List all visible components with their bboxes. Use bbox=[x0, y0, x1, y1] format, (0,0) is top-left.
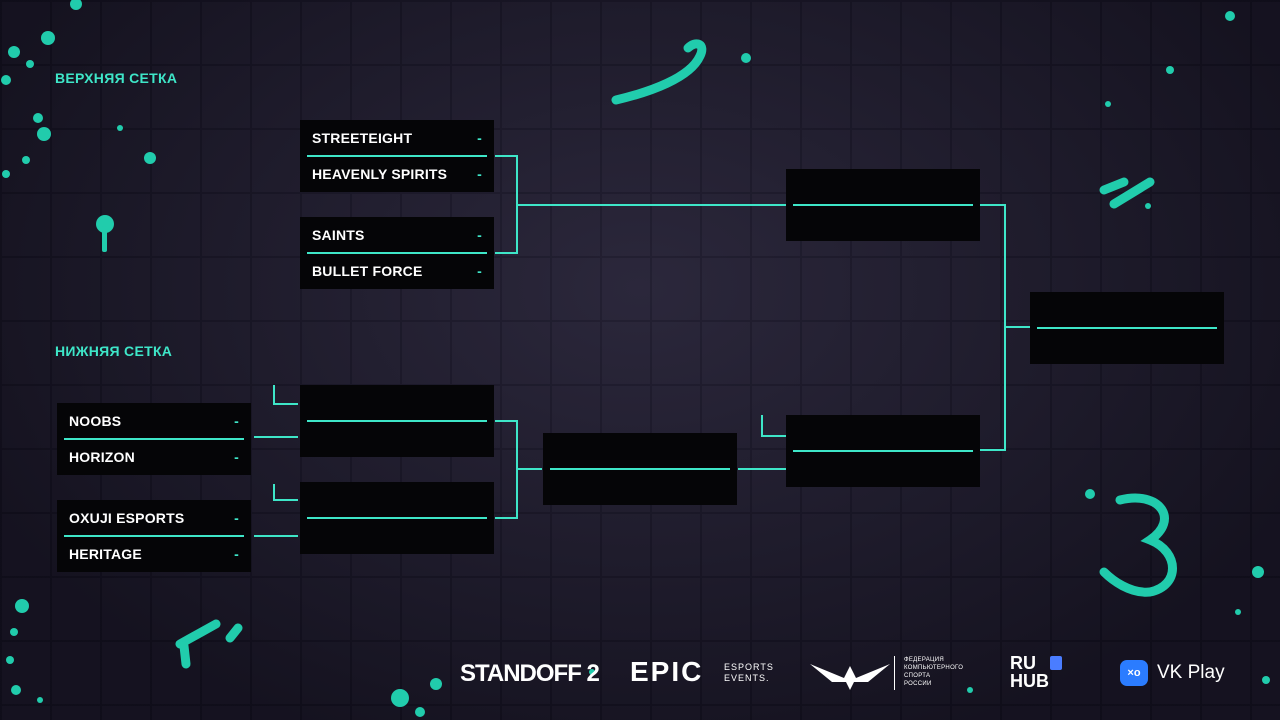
standoff-logo-text: STANDOFF 2 bbox=[460, 660, 600, 687]
team-row[interactable]: HEAVENLY SPIRITS - bbox=[312, 156, 482, 192]
epic-logo: EPIC ESPORTS EVENTS. bbox=[630, 656, 773, 688]
match-divider bbox=[793, 450, 973, 452]
federation-line: СПОРТА bbox=[904, 673, 931, 679]
federation-logo: ФЕДЕРАЦИЯ КОМПЬЮТЕРНОГО СПОРТА РОССИИ bbox=[808, 656, 963, 692]
lower-semi-match[interactable] bbox=[543, 433, 737, 505]
upper-match-2[interactable]: SAINTS - BULLET FORCE - bbox=[300, 217, 494, 289]
match-divider bbox=[307, 252, 487, 254]
upper-final-match[interactable] bbox=[786, 169, 980, 241]
lower-match-2[interactable]: OXUJI ESPORTS - HERITAGE - bbox=[57, 500, 251, 572]
match-divider bbox=[307, 155, 487, 157]
lower-round2-match-1[interactable] bbox=[300, 385, 494, 457]
upper-bracket-title: ВЕРХНЯЯ СЕТКА bbox=[55, 70, 178, 86]
team-score: - bbox=[234, 546, 239, 562]
epic-logo-text: EPIC bbox=[630, 656, 704, 687]
match-divider bbox=[64, 438, 244, 440]
lower-match-1[interactable]: NOOBS - HORIZON - bbox=[57, 403, 251, 475]
match-divider bbox=[307, 420, 487, 422]
team-row[interactable]: SAINTS - bbox=[312, 217, 482, 253]
ruhub-logo-bottom: HUB bbox=[1010, 671, 1049, 691]
epic-subtitle: ESPORTS EVENTS. bbox=[724, 662, 784, 684]
ruhub-logo-top: RU bbox=[1010, 653, 1036, 673]
team-score: - bbox=[234, 413, 239, 429]
match-divider bbox=[307, 517, 487, 519]
lower-bracket-title: НИЖНЯЯ СЕТКА bbox=[55, 343, 173, 359]
team-row[interactable]: HERITAGE - bbox=[69, 536, 239, 572]
team-score: - bbox=[234, 449, 239, 465]
standoff-logo: STANDOFF 2 bbox=[460, 660, 600, 688]
vkplay-logo-text: VK Play bbox=[1157, 662, 1225, 683]
ruhub-badge-icon bbox=[1050, 656, 1062, 670]
match-divider bbox=[1037, 327, 1217, 329]
grand-final-match[interactable] bbox=[1030, 292, 1224, 364]
team-row[interactable]: BULLET FORCE - bbox=[312, 253, 482, 289]
team-name: SAINTS bbox=[312, 227, 365, 243]
team-name: STREETEIGHT bbox=[312, 130, 413, 146]
team-row[interactable]: OXUJI ESPORTS - bbox=[69, 500, 239, 536]
upper-match-1[interactable]: STREETEIGHT - HEAVENLY SPIRITS - bbox=[300, 120, 494, 192]
vkplay-gamepad-icon: ×o bbox=[1120, 660, 1148, 686]
team-score: - bbox=[477, 166, 482, 182]
lower-final-match[interactable] bbox=[786, 415, 980, 487]
match-divider bbox=[550, 468, 730, 470]
federation-name: ФЕДЕРАЦИЯ КОМПЬЮТЕРНОГО СПОРТА РОССИИ bbox=[904, 656, 963, 688]
team-score: - bbox=[234, 510, 239, 526]
team-name: HERITAGE bbox=[69, 546, 142, 562]
team-row[interactable]: NOOBS - bbox=[69, 403, 239, 439]
team-row[interactable]: STREETEIGHT - bbox=[312, 120, 482, 156]
team-name: BULLET FORCE bbox=[312, 263, 423, 279]
lower-round2-match-2[interactable] bbox=[300, 482, 494, 554]
ruhub-logo: RU HUB bbox=[1010, 654, 1064, 694]
team-name: HEAVENLY SPIRITS bbox=[312, 166, 448, 182]
epic-subtitle-line: EVENTS. bbox=[724, 673, 770, 683]
federation-divider bbox=[894, 656, 895, 690]
sponsor-logos: STANDOFF 2 EPIC ESPORTS EVENTS. ФЕДЕРАЦИ… bbox=[440, 648, 1260, 698]
federation-line: ФЕДЕРАЦИЯ bbox=[904, 657, 945, 663]
team-name: HORIZON bbox=[69, 449, 135, 465]
team-name: OXUJI ESPORTS bbox=[69, 510, 185, 526]
team-row[interactable]: HORIZON - bbox=[69, 439, 239, 475]
federation-line: КОМПЬЮТЕРНОГО bbox=[904, 665, 964, 671]
federation-line: РОССИИ bbox=[904, 681, 932, 687]
epic-subtitle-line: ESPORTS bbox=[724, 662, 774, 672]
team-name: NOOBS bbox=[69, 413, 122, 429]
match-divider bbox=[793, 204, 973, 206]
match-divider bbox=[64, 535, 244, 537]
team-score: - bbox=[477, 227, 482, 243]
eagle-wings-icon bbox=[810, 664, 890, 690]
team-score: - bbox=[477, 263, 482, 279]
team-score: - bbox=[477, 130, 482, 146]
